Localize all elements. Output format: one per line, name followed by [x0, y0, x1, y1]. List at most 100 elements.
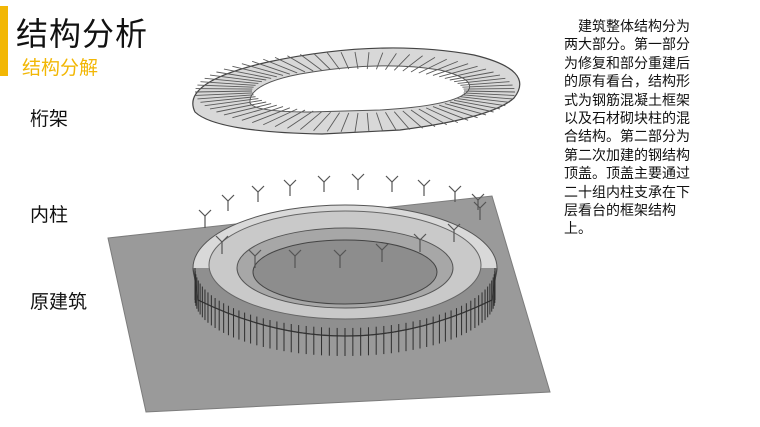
column-branch [221, 235, 229, 243]
truss-rib [197, 94, 254, 100]
truss-rib [251, 107, 291, 124]
truss-rib [241, 106, 284, 121]
column-branch [323, 175, 331, 183]
truss-rib [223, 68, 272, 79]
truss-rib [366, 52, 370, 70]
column-branch [289, 179, 297, 187]
truss-rib [463, 92, 515, 96]
truss-rib [457, 77, 506, 84]
column-branch [447, 223, 455, 231]
truss-rib [463, 88, 515, 90]
truss-rib [241, 63, 284, 76]
truss-rib [354, 112, 359, 133]
truss-rib [252, 60, 291, 75]
truss-rib [444, 103, 487, 116]
column-branch [479, 201, 487, 209]
column-branch [248, 249, 256, 257]
truss-rib [263, 58, 298, 74]
column-branch [448, 185, 456, 193]
page-subtitle: 结构分解 [22, 57, 99, 79]
truss-rib [223, 103, 272, 116]
column-branch [357, 173, 365, 181]
truss-rib [454, 74, 501, 83]
column-branch [454, 185, 462, 193]
truss-rib [463, 90, 516, 93]
column-branch [288, 249, 296, 257]
truss-rib [340, 112, 350, 133]
column-branch [385, 175, 393, 183]
truss-rib [274, 109, 306, 128]
column-branch [391, 175, 399, 183]
column-branch [215, 235, 223, 243]
truss-rib [204, 77, 259, 84]
truss-rib [204, 98, 259, 107]
column-branch [477, 193, 485, 201]
truss-rib [287, 55, 314, 72]
truss-rib [340, 51, 350, 70]
truss-rib [460, 96, 510, 103]
column-branch [198, 209, 206, 217]
truss-rib [444, 68, 487, 79]
column-branch [423, 179, 431, 187]
truss-rib [287, 110, 314, 129]
layer-label-truss: 桁架 [30, 108, 69, 130]
truss-rib [432, 106, 469, 121]
column-branch [333, 249, 341, 257]
column-branch [339, 249, 347, 257]
column-branch [417, 179, 425, 187]
layer-label-original-building: 原建筑 [30, 291, 88, 313]
layer-label-inner-columns: 内柱 [30, 204, 69, 226]
truss-rib [410, 109, 436, 128]
truss-rib [216, 71, 267, 81]
truss-rib [425, 107, 459, 124]
column-branch [251, 185, 259, 193]
truss-rib [194, 90, 253, 93]
truss-rib [393, 54, 411, 71]
truss-rib [366, 112, 370, 132]
truss-rib [449, 71, 494, 81]
column-branch [283, 179, 291, 187]
column-branch [413, 233, 421, 241]
column-branch [351, 173, 359, 181]
truss-rib [216, 101, 267, 113]
truss-rib [313, 53, 331, 71]
truss-rib [232, 65, 277, 78]
truss-rib [439, 65, 478, 78]
truss-rib [232, 104, 277, 119]
truss-rib [393, 111, 411, 130]
column-branch [381, 243, 389, 251]
truss-rib [263, 108, 298, 126]
column-branch [453, 223, 461, 231]
inner-columns [198, 173, 487, 268]
truss-rib [195, 92, 253, 96]
column-branch [471, 193, 479, 201]
truss-rib [462, 84, 513, 88]
truss-rib [375, 112, 384, 132]
truss-rib [209, 99, 263, 110]
column-branch [257, 185, 265, 193]
title-accent-bar [0, 6, 8, 76]
truss-rib [385, 53, 397, 71]
truss-rib [418, 58, 447, 74]
truss-rib [457, 98, 506, 107]
truss-rib [425, 60, 459, 75]
truss-rib [432, 63, 469, 76]
truss-rib [209, 74, 262, 83]
original-stadium [192, 204, 498, 356]
column-branch [317, 175, 325, 183]
truss-rib [326, 52, 340, 70]
truss-rib [449, 101, 494, 113]
truss-rib [354, 51, 359, 70]
truss-rib [453, 99, 501, 110]
truss-rib [197, 84, 254, 88]
column-branch [221, 194, 229, 202]
truss-rib [402, 55, 423, 72]
truss-rib [385, 112, 397, 131]
truss-rib [375, 52, 384, 70]
truss-rib [410, 56, 436, 73]
truss-rib [195, 88, 253, 90]
column-branch [419, 233, 427, 241]
column-branch [227, 194, 235, 202]
column-branch [204, 209, 212, 217]
